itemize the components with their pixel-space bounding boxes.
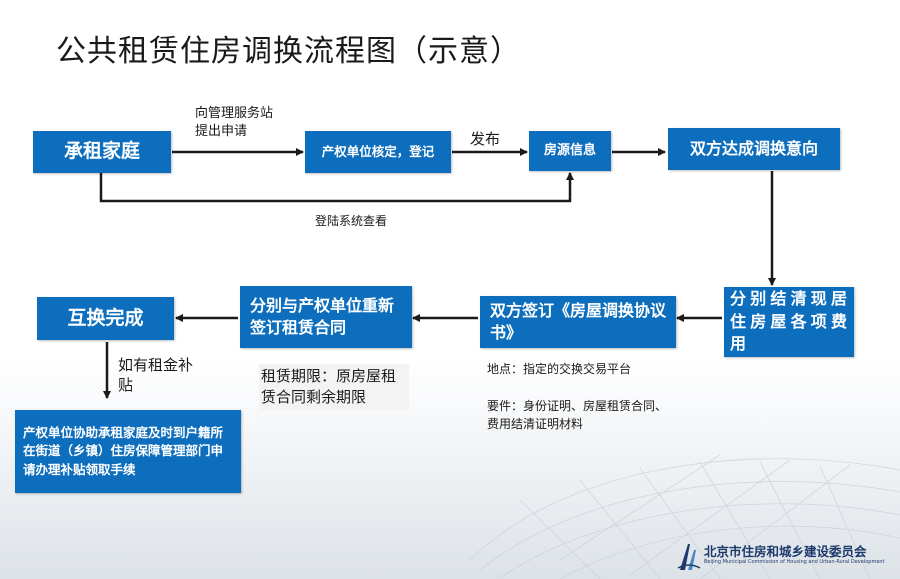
- node-housing-info: 房源信息: [529, 131, 611, 171]
- footer-logo: 北京市住房和城乡建设委员会 Beijing Municipal Commissi…: [676, 538, 898, 574]
- footer-org-en: Beijing Municipal Commission of Housing …: [704, 559, 885, 565]
- emblem-icon: [677, 544, 701, 570]
- edge-label-if-subsidy: 如有租金补贴: [118, 356, 194, 394]
- node-resign: 分别与产权单位重新签订租赁合同: [240, 286, 412, 348]
- note-lease-term: 租赁期限：原房屋租赁合同剩余期限: [259, 364, 409, 410]
- edge-label-publish: 发布: [470, 130, 501, 148]
- edge-label-apply: 向管理服务站提出申请: [195, 106, 274, 139]
- footer-org-cn: 北京市住房和城乡建设委员会: [704, 544, 867, 559]
- node-tenant: 承租家庭: [33, 131, 171, 173]
- arrow-tenant-login: [99, 172, 574, 203]
- node-agreement: 双方达成调换意向: [668, 128, 840, 170]
- edge-label-login: 登陆系统查看: [315, 214, 388, 228]
- node-complete: 互换完成: [37, 297, 174, 340]
- node-verify: 产权单位核定，登记: [305, 131, 451, 173]
- node-settle: 分别结清现居住房屋各项费用: [724, 287, 854, 357]
- node-subsidy: 产权单位协助承租家庭及时到户籍所在街道（乡镇）住房保障管理部门申请办理补贴领取手…: [15, 410, 241, 493]
- node-sign: 双方签订《房屋调换协议书》: [480, 296, 676, 348]
- page-title: 公共租赁住房调换流程图（示意）: [56, 34, 521, 69]
- note-location: 地点：指定的交换交易平台: [487, 362, 632, 376]
- note-requirements: 要件：身份证明、房屋租赁合同、费用结清证明材料: [487, 399, 668, 431]
